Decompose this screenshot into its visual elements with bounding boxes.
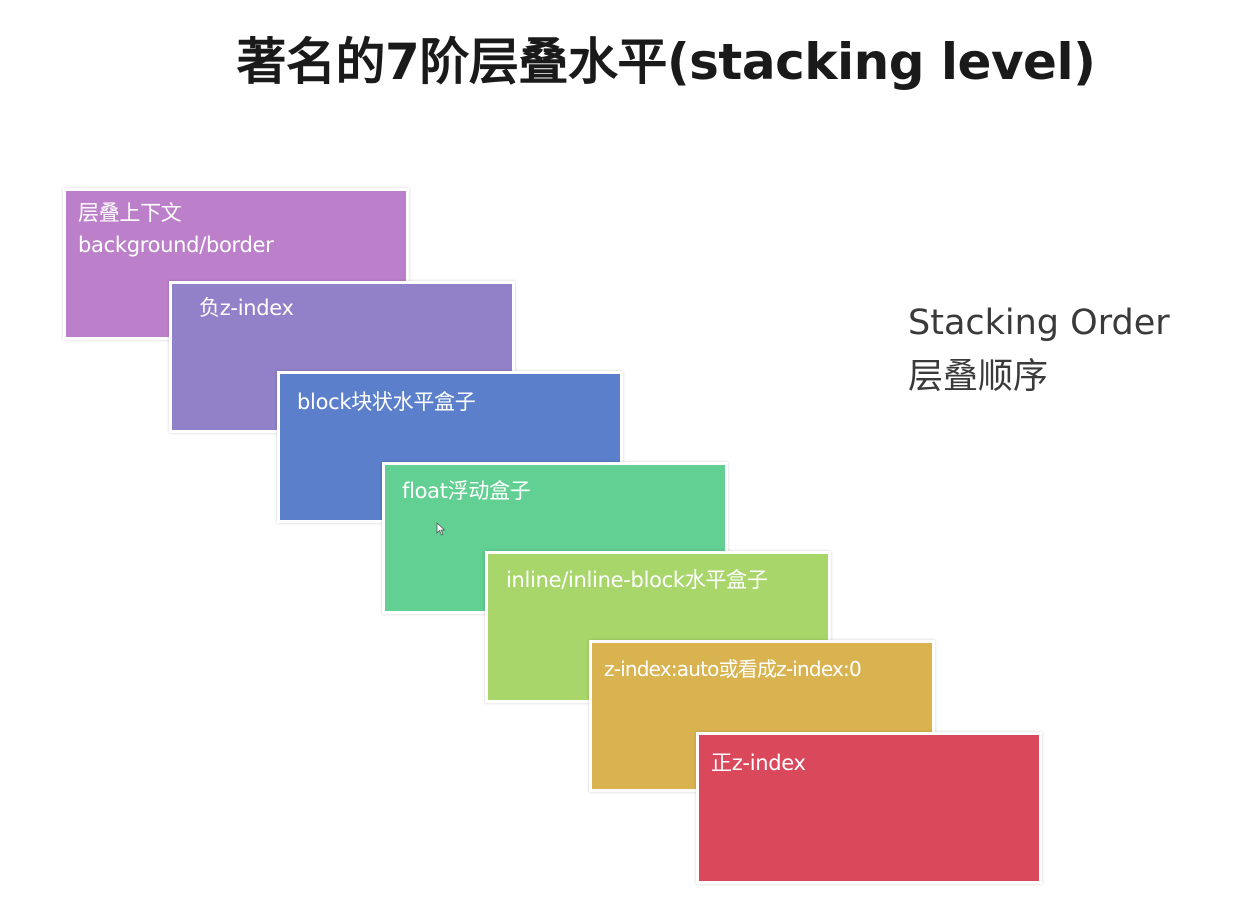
layer-label: inline/inline-block水平盒子 bbox=[506, 568, 768, 592]
layer-label-line1: 层叠上下文 bbox=[78, 201, 182, 225]
diagram-title: 著名的7阶层叠水平(stacking level) bbox=[236, 33, 1096, 91]
layer-positive-z-index: 正z-index bbox=[696, 732, 1042, 884]
layer-label: 负z-index bbox=[199, 296, 294, 320]
layer-label: 正z-index bbox=[711, 751, 806, 775]
layer-label: float浮动盒子 bbox=[402, 479, 531, 503]
layer-label: 层叠上下文 background/border bbox=[78, 197, 274, 261]
mouse-pointer-icon bbox=[436, 522, 446, 536]
layer-label: z-index:auto或看成z-index:0 bbox=[604, 657, 862, 681]
layer-label-line2: background/border bbox=[78, 233, 274, 257]
layer-inline-boxes: inline/inline-block水平盒子 bbox=[485, 551, 831, 703]
stacking-order-label-en: Stacking Order bbox=[908, 303, 1170, 343]
stacking-order-label-zh: 层叠顺序 bbox=[908, 357, 1049, 397]
layer-z-index-auto: z-index:auto或看成z-index:0 bbox=[589, 640, 935, 792]
stacking-order-label: Stacking Order 层叠顺序 bbox=[908, 296, 1170, 404]
layer-label: block块状水平盒子 bbox=[297, 390, 476, 414]
